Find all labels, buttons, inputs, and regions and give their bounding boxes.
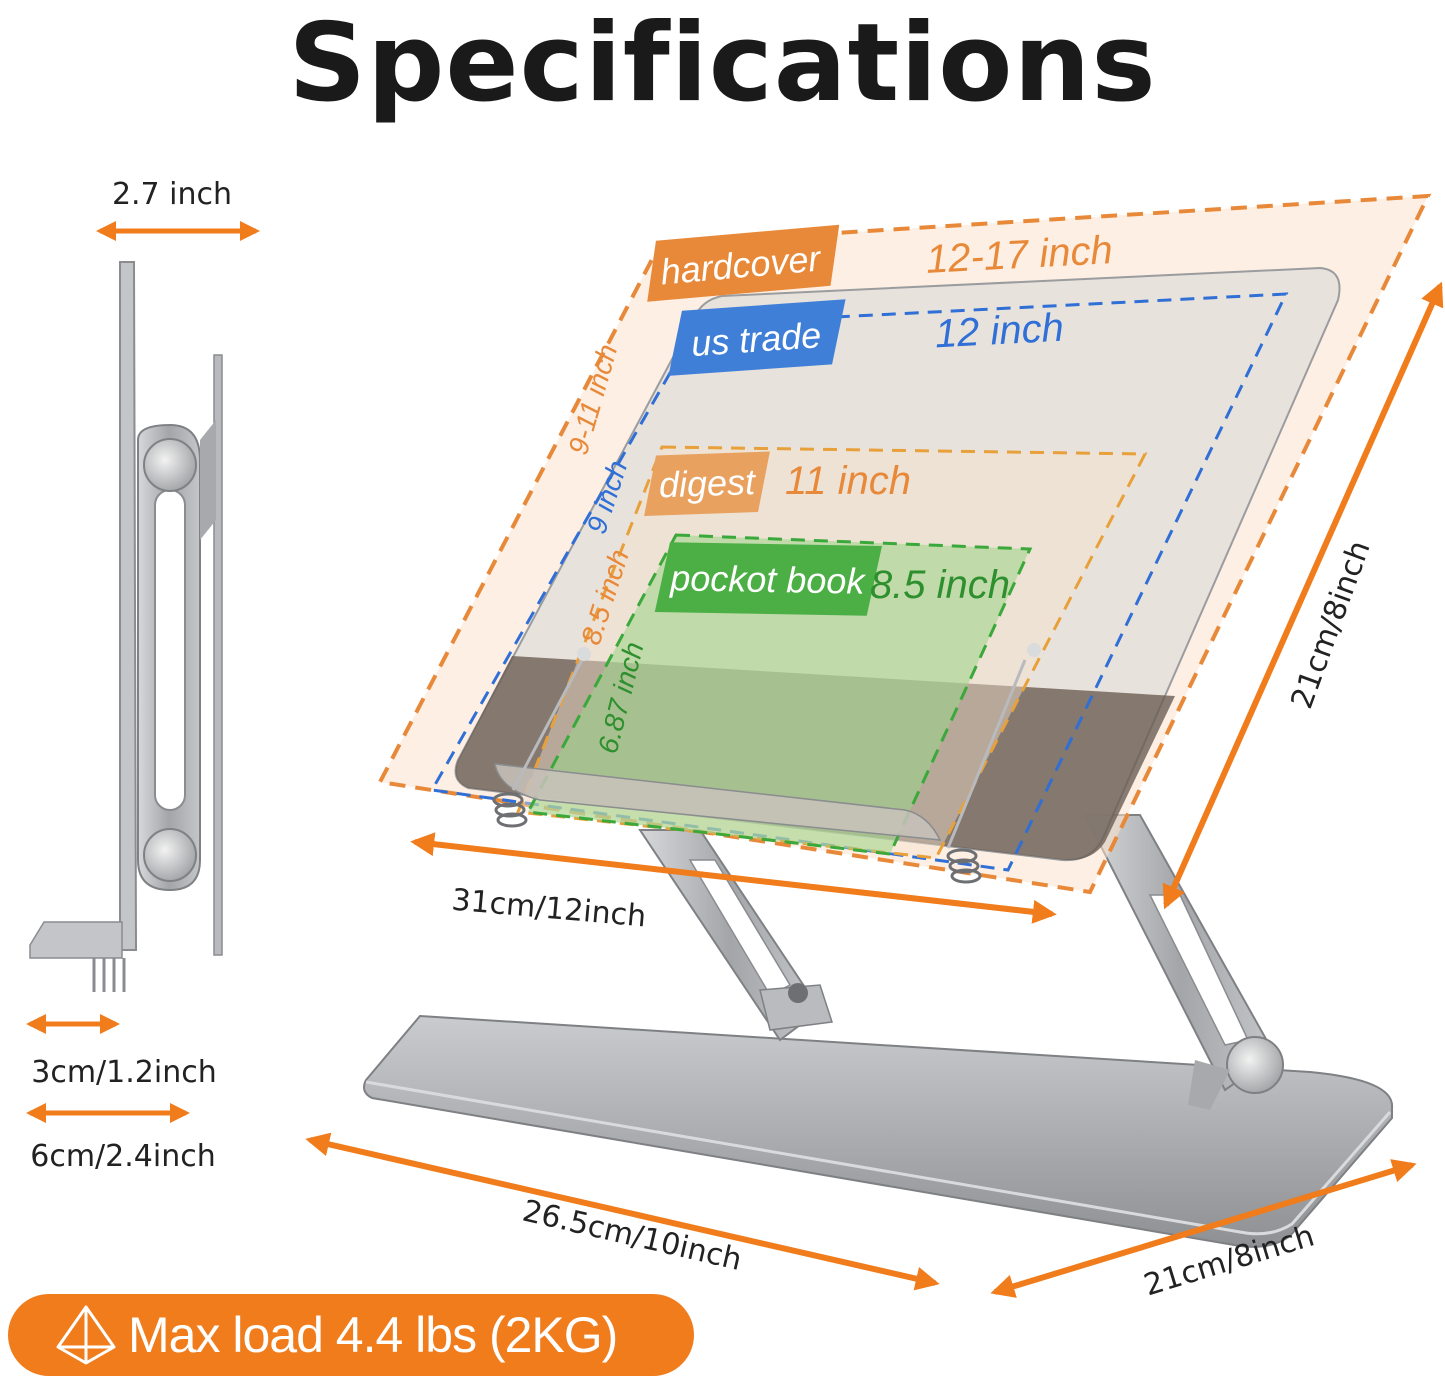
panel-height-label: 21cm/8inch bbox=[1285, 536, 1378, 713]
shelf-width-arrow bbox=[410, 832, 1057, 924]
side-bracket bbox=[200, 420, 216, 540]
panel-height-arrow bbox=[1162, 281, 1444, 910]
max-load-text: Max load 4.4 lbs (2KG) bbox=[128, 1307, 618, 1363]
side-spring bbox=[92, 958, 126, 992]
side-shelf bbox=[29, 921, 123, 959]
pockot-book-width-label: 8.5 inch bbox=[870, 563, 1010, 607]
digest-tag-bg bbox=[644, 451, 770, 516]
left-clip-knob bbox=[577, 647, 591, 661]
pyramid-load-icon bbox=[56, 1305, 116, 1365]
shelf-width-label: 31cm/12inch bbox=[450, 883, 647, 935]
right-page-clip bbox=[946, 659, 1027, 849]
base-width-arrow bbox=[305, 1132, 940, 1291]
right-foot bbox=[1188, 1060, 1230, 1110]
side-view: 2.7 inch 3cm/1.2inch 6cm/2.4inch bbox=[26, 177, 260, 1174]
side-upper-knob bbox=[143, 438, 197, 492]
pockot-book-tag-bg bbox=[654, 542, 882, 616]
base-depth-arrow bbox=[990, 1159, 1417, 1298]
hardcover-width-label: 12-17 inch bbox=[925, 228, 1114, 282]
side-foot-small-label: 3cm/1.2inch bbox=[31, 1055, 216, 1090]
max-load-badge: Max load 4.4 lbs (2KG) bbox=[8, 1294, 694, 1376]
left-page-clip bbox=[511, 659, 584, 791]
digest-tag: digest bbox=[644, 451, 770, 516]
side-arm-slot bbox=[154, 489, 186, 811]
hardcover-tag-bg bbox=[647, 224, 840, 302]
us-trade-tag-bg bbox=[668, 299, 846, 376]
side-foot-large-label: 6cm/2.4inch bbox=[30, 1139, 215, 1174]
base-width-label: 26.5cm/10inch bbox=[519, 1194, 745, 1278]
side-rear-plate bbox=[213, 354, 223, 956]
side-top-width-label: 2.7 inch bbox=[112, 177, 232, 212]
pockot-book-tag: pockot book bbox=[654, 542, 882, 616]
side-lower-knob bbox=[143, 828, 197, 882]
digest-width-label: 11 inch bbox=[785, 459, 911, 503]
us-trade-tag-label: us trade bbox=[690, 314, 823, 364]
stand-base-assembly bbox=[363, 814, 1394, 1248]
pockot-book-tag-label: pockot book bbox=[669, 557, 867, 601]
pockot-book-area bbox=[525, 533, 1033, 856]
digest-tag-label: digest bbox=[658, 461, 757, 505]
reading-panel-group: hardcover 12-17 inch 9-11 inch us trade … bbox=[376, 193, 1432, 895]
panel-shelf-lip bbox=[494, 763, 942, 841]
page-title: Specifications bbox=[288, 1, 1157, 126]
right-clip-knob bbox=[1027, 643, 1041, 657]
us-trade-width-label: 12 inch bbox=[934, 306, 1065, 357]
side-panel bbox=[119, 261, 138, 951]
hardcover-tag: hardcover bbox=[647, 224, 840, 302]
right-arm-knob bbox=[1226, 1036, 1284, 1094]
left-hinge-screw bbox=[788, 983, 808, 1003]
left-spring bbox=[492, 792, 528, 828]
us-trade-tag: us trade bbox=[668, 299, 846, 376]
